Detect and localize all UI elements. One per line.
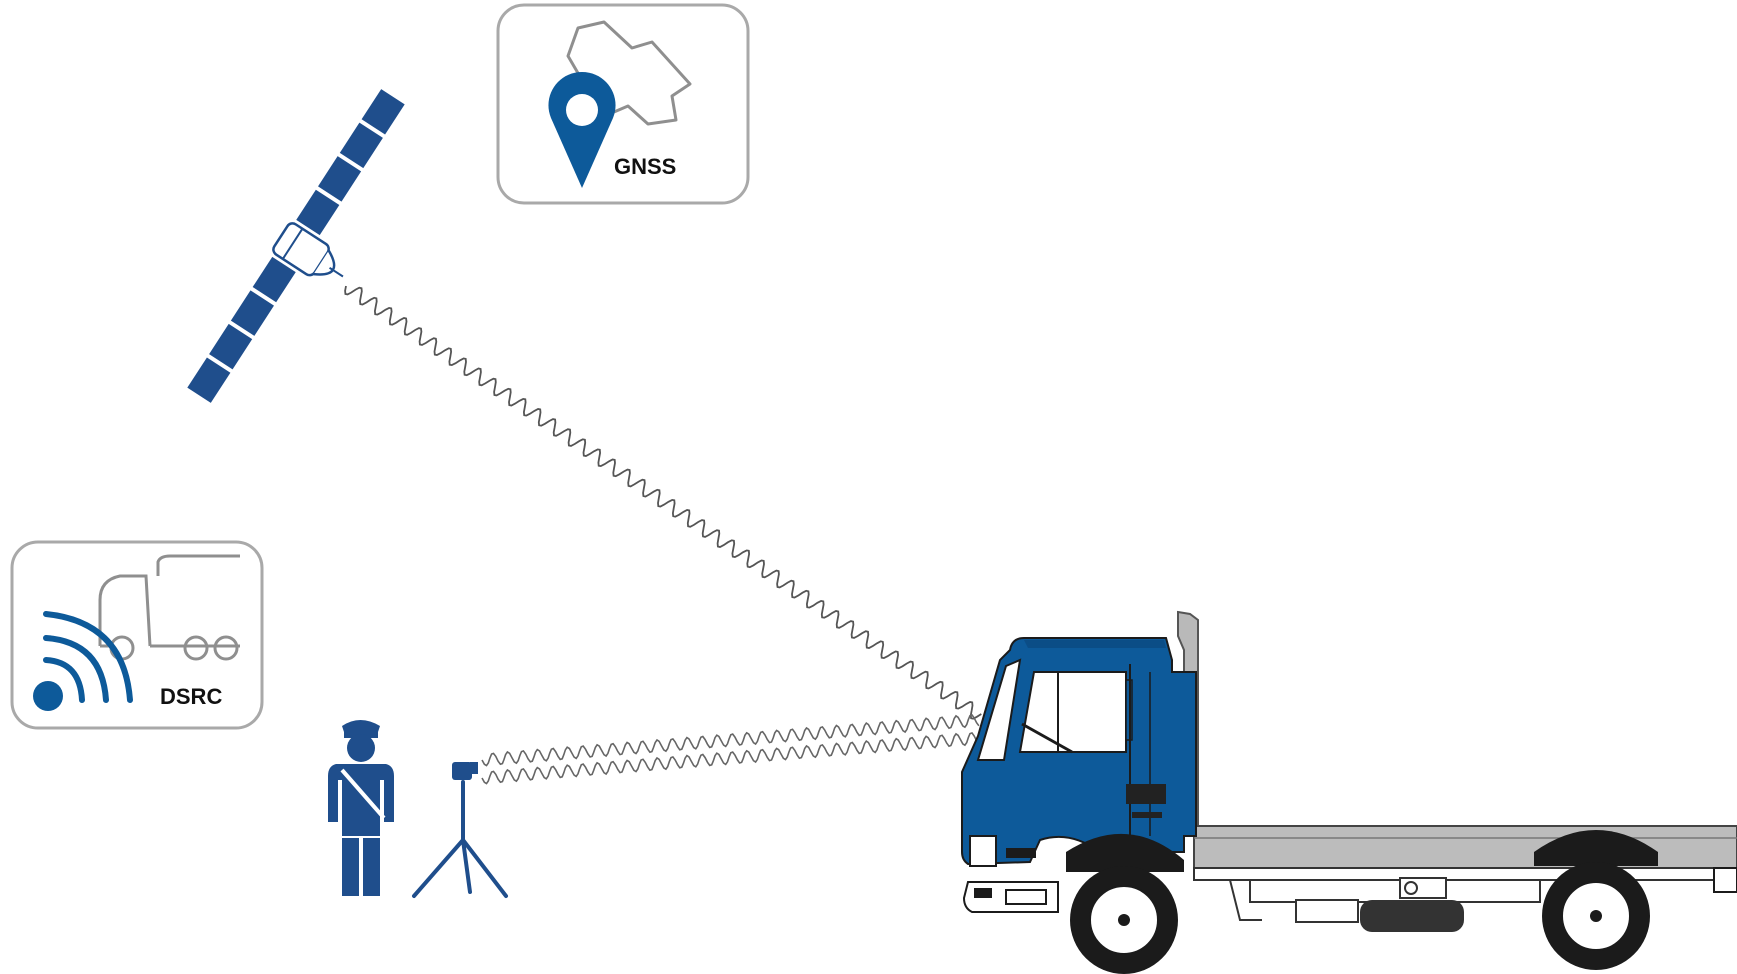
- gnss-label: GNSS: [614, 154, 676, 179]
- gnss-badge: GNSS: [498, 5, 748, 203]
- satellite-signal-wave: [345, 286, 981, 719]
- dsrc-signal-waves: [482, 715, 979, 784]
- police-officer-icon: [328, 720, 394, 896]
- dsrc-label: DSRC: [160, 684, 222, 709]
- satellite-icon: [184, 87, 440, 426]
- dsrc-badge: DSRC: [12, 542, 262, 728]
- tripod-dsrc-reader-icon: [414, 762, 506, 896]
- flatbed-truck: [962, 612, 1737, 974]
